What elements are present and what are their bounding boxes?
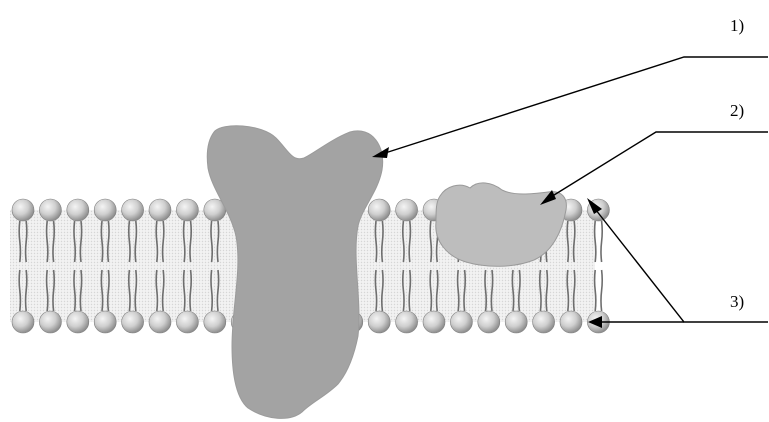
- phospholipid-head: [122, 311, 144, 333]
- phospholipid-head: [39, 311, 61, 333]
- phospholipid-head: [560, 311, 582, 333]
- phospholipid-head: [204, 311, 226, 333]
- phospholipid-head: [478, 311, 500, 333]
- phospholipid-head: [12, 199, 34, 221]
- phospholipid-head: [122, 199, 144, 221]
- phospholipid-head: [450, 311, 472, 333]
- pointer-line-1: [382, 57, 768, 154]
- phospholipid-head: [94, 199, 116, 221]
- phospholipid-head: [396, 199, 418, 221]
- phospholipid-head: [396, 311, 418, 333]
- phospholipid-head: [149, 311, 171, 333]
- phospholipid-head: [533, 311, 555, 333]
- phospholipid-head: [423, 311, 445, 333]
- pointer-line-2: [546, 132, 768, 200]
- phospholipid-head: [94, 311, 116, 333]
- phospholipid-head: [368, 199, 390, 221]
- phospholipid-head: [176, 311, 198, 333]
- label-3: 3): [730, 292, 744, 311]
- phospholipid-head: [67, 311, 89, 333]
- phospholipid-head: [368, 311, 390, 333]
- phospholipid-head: [149, 199, 171, 221]
- phospholipid-tail: [594, 270, 602, 311]
- phospholipid-head: [39, 199, 61, 221]
- phospholipid-tail: [594, 221, 602, 262]
- label-1: 1): [730, 16, 744, 35]
- phospholipid-head: [505, 311, 527, 333]
- phospholipid-head: [176, 199, 198, 221]
- phospholipid-head: [67, 199, 89, 221]
- label-2: 2): [730, 101, 744, 120]
- phospholipid-head: [12, 311, 34, 333]
